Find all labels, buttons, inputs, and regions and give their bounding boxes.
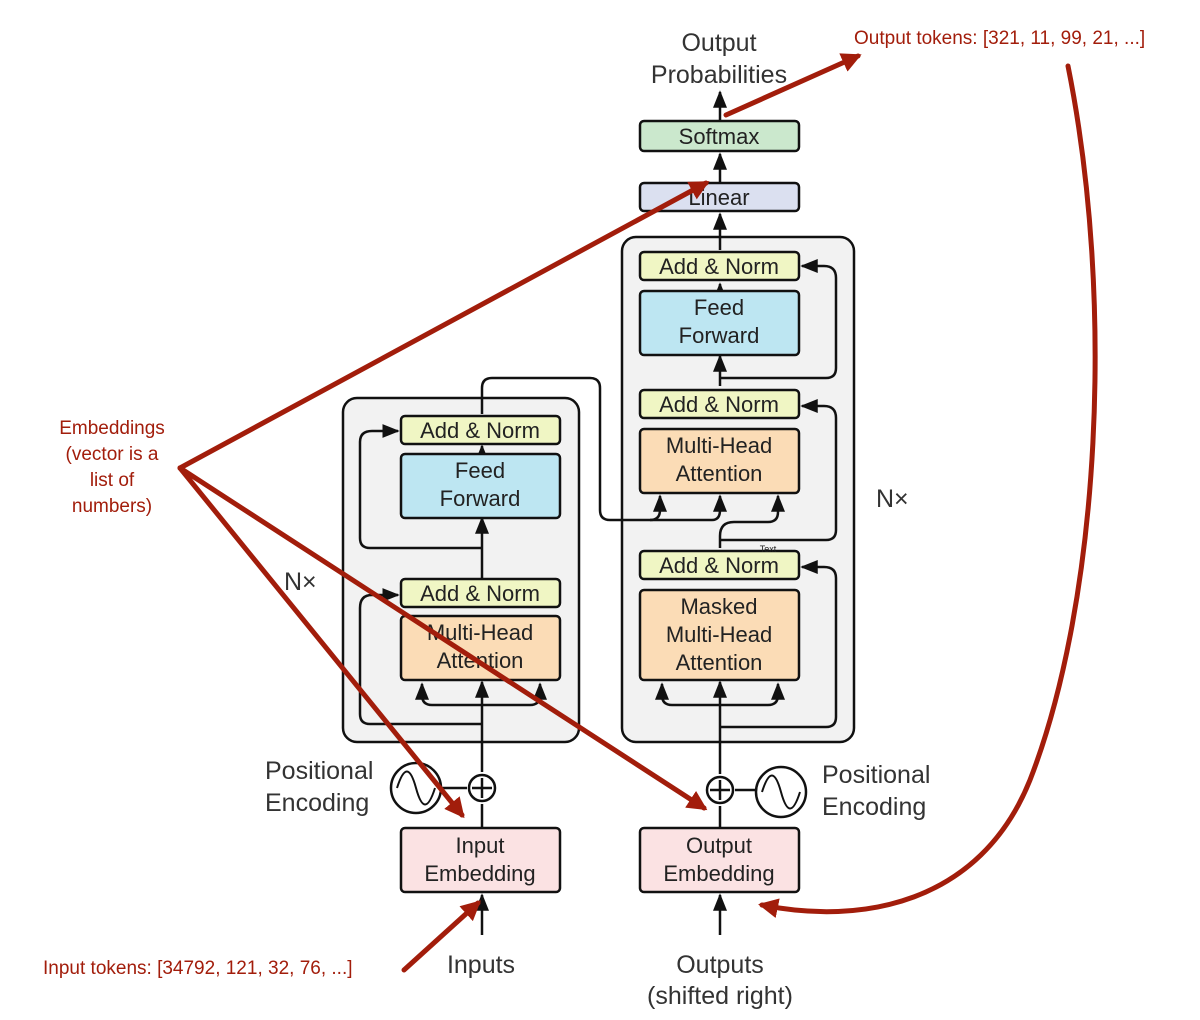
output-tokens-annotation: Output tokens: [321, 11, 99, 21, ...] [854, 28, 1145, 49]
encoder-multi-head-attention [399, 614, 562, 682]
decoder-add-norm-mid-label: Add & Norm [659, 392, 779, 417]
embeddings-annotation-line2: (vector is a [66, 444, 159, 465]
encoder-ff-line1: Feed [455, 458, 505, 483]
decoder-masked-line3: Attention [676, 650, 763, 675]
decoder-add-norm-bottom [638, 549, 801, 581]
decoder-feed-forward [638, 289, 801, 357]
linear-block [638, 181, 801, 213]
decoder-positional-symbol [754, 765, 808, 819]
arrow-emb-to-linear [177, 180, 710, 471]
input-tokens-annotation: Input tokens: [34792, 121, 32, 76, ...] [43, 958, 353, 979]
decoder-ff-line1: Feed [694, 295, 744, 320]
annotation-arrows [177, 53, 1098, 973]
output-probabilities-line2: Probabilities [651, 61, 787, 89]
decoder-multi-head-attention [638, 427, 801, 495]
arrow-emb-to-input-embedding [177, 465, 465, 819]
decoder-add-circle [705, 775, 735, 805]
connectors [358, 90, 838, 935]
decoder-mha-line2: Attention [676, 461, 763, 486]
encoder-nx-label: N× [284, 568, 317, 596]
encoder-add-norm-bottom-label: Add & Norm [420, 581, 540, 606]
decoder-add-norm-bottom-label: Add & Norm [659, 553, 779, 578]
decoder-add-norm-mid [638, 388, 801, 420]
outputs-label-line2: (shifted right) [647, 982, 793, 1010]
output-embedding-block [638, 826, 801, 894]
output-embedding-line2: Embedding [663, 861, 774, 886]
encoder-feed-forward [399, 452, 562, 520]
arrow-emb-to-output-embedding [177, 465, 708, 811]
decoder-mha-line1: Multi-Head [666, 433, 772, 458]
embeddings-annotation-line4: numbers) [72, 496, 152, 517]
embeddings-annotation-line1: Embeddings [59, 418, 165, 439]
softmax-block [638, 119, 801, 153]
decoder-tiny-text: Text [760, 544, 777, 554]
decoder-add-norm-top [638, 250, 801, 282]
decoder-masked-line2: Multi-Head [666, 622, 772, 647]
input-embedding-line2: Embedding [424, 861, 535, 886]
encoder-add-norm-top-label: Add & Norm [420, 418, 540, 443]
decoder-add-norm-top-label: Add & Norm [659, 254, 779, 279]
encoder-add-circle [467, 773, 497, 803]
output-positional-line1: Positional [822, 761, 930, 789]
decoder-masked-attention [638, 588, 801, 682]
outputs-label-line1: Outputs [676, 951, 764, 979]
input-embedding-line1: Input [456, 833, 505, 858]
embeddings-annotation-line3: list of [90, 470, 135, 491]
output-embedding-line1: Output [686, 833, 752, 858]
arrow-input-tokens [401, 900, 481, 973]
output-positional-line2: Encoding [822, 793, 926, 821]
softmax-label: Softmax [679, 124, 760, 149]
encoder-ff-line2: Forward [440, 486, 521, 511]
decoder-ff-line2: Forward [679, 323, 760, 348]
input-positional-line2: Encoding [265, 789, 369, 817]
encoder-stack [341, 396, 581, 744]
decoder-nx-label: N× [876, 485, 909, 513]
input-positional-line1: Positional [265, 757, 373, 785]
output-probabilities-line1: Output [681, 29, 756, 57]
inputs-label: Inputs [447, 951, 515, 979]
encoder-positional-symbol [389, 761, 443, 815]
decoder-masked-line1: Masked [680, 594, 757, 619]
encoder-add-norm-top [399, 414, 562, 446]
input-embedding-block [399, 826, 562, 894]
encoder-add-norm-bottom [399, 577, 562, 609]
arrow-to-output-tokens [723, 53, 862, 118]
arrow-output-loop [758, 63, 1098, 918]
